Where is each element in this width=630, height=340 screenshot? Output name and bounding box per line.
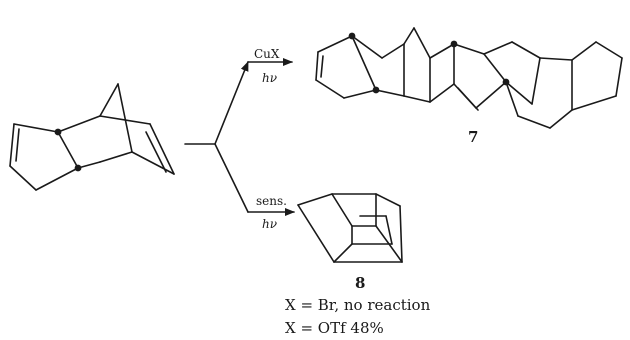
product-8-structure [297,193,403,263]
bottom-condition-label: hν [262,217,277,231]
starting-material-structure [9,83,175,191]
top-reagent-label: CuX [254,47,280,61]
product-8-number: 8 [355,274,365,292]
top-condition-label: hν [262,71,277,85]
product-7-structure [315,27,623,129]
reaction-arrows [184,58,295,216]
product-7-number: 7 [468,128,478,146]
note-line-2: X = OTf 48% [285,319,384,337]
bottom-reagent-label: sens. [256,194,287,208]
note-line-1: X = Br, no reaction [285,296,431,314]
